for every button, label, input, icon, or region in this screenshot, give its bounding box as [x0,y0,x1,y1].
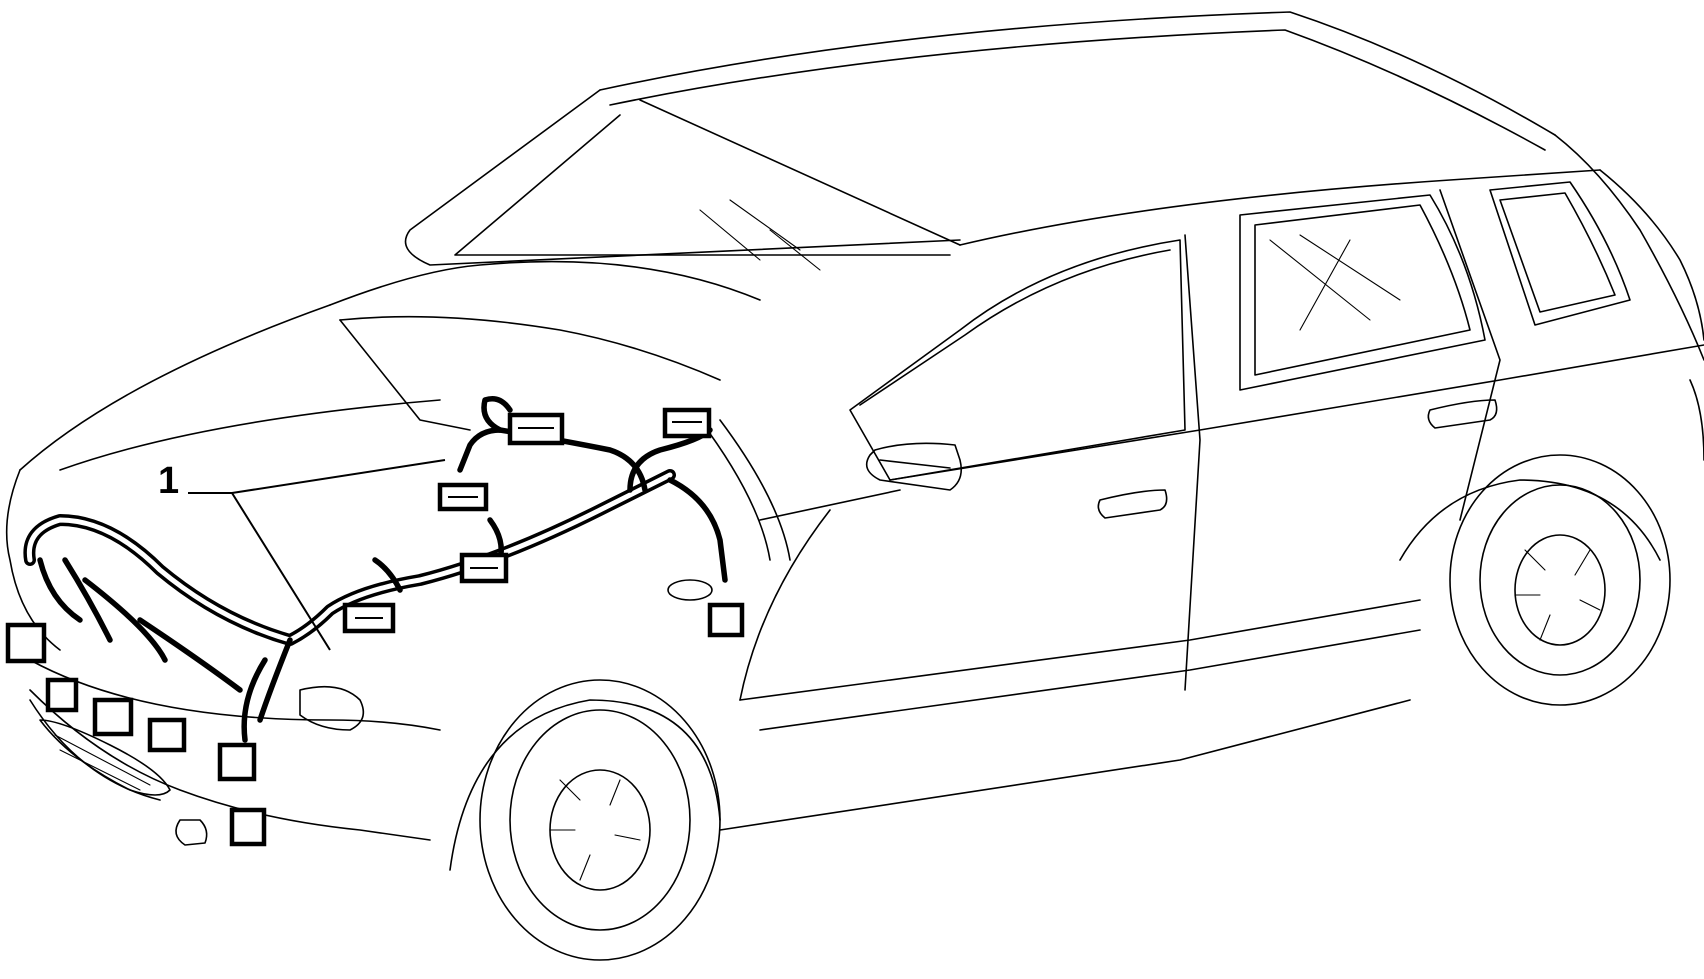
connector [92,697,134,737]
connector [662,407,712,439]
connector [342,602,396,634]
callout-label: 1 [158,460,179,502]
leader-line [188,459,446,651]
connector [229,807,267,847]
connector [437,482,489,512]
connector [507,412,565,446]
connectors [5,407,745,847]
connector [45,677,79,713]
connector [217,742,257,782]
connector [5,622,47,664]
connector [459,552,509,584]
connector [147,717,187,753]
connector [707,602,745,638]
wiring-harness [23,396,728,743]
callout-1: 1 [158,459,446,651]
